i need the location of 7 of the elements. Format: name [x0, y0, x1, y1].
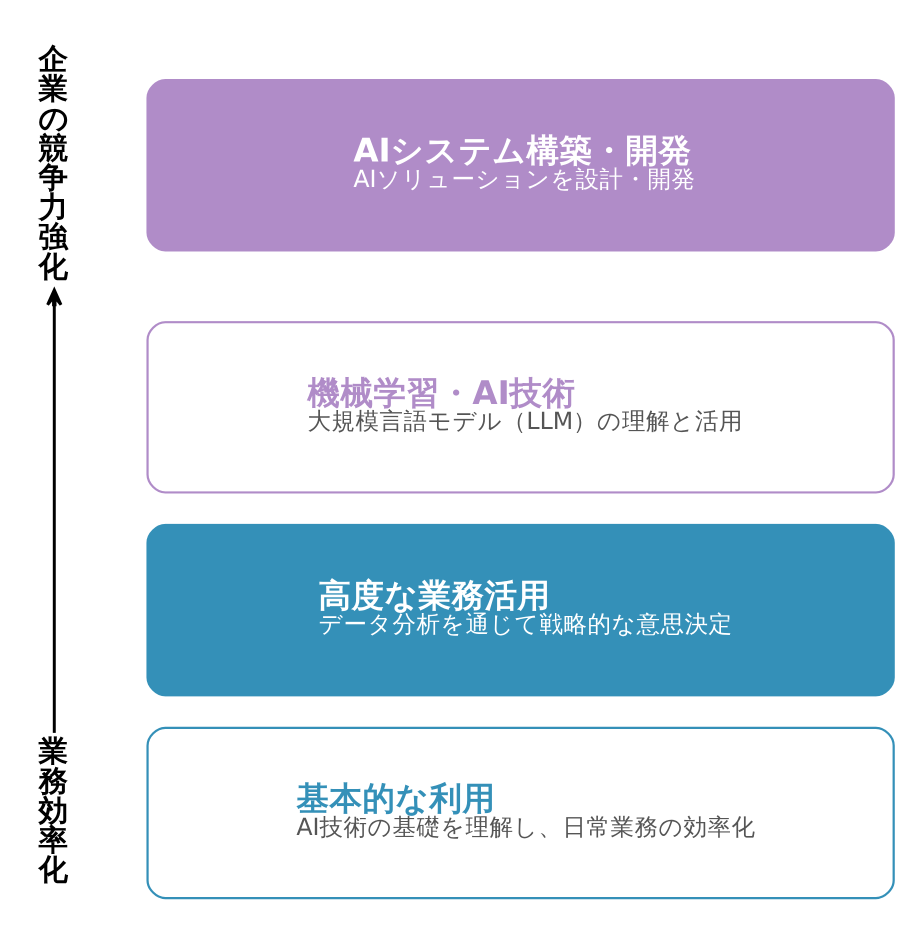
- node-box: AIシステム構築・開発 AIソリューションを設計・開発: [146, 78, 895, 252]
- arrow: [46, 288, 62, 732]
- node-box: 機械学習・AI技術 大規模言語モデル（LLM）の理解と活用: [146, 320, 895, 494]
- node-box: 高度な業務活用 データ分析を通じて戦略的な意思決定: [146, 523, 895, 696]
- node-text: 企業の競争力強化: [38, 42, 70, 283]
- node-box: 基本的な利用 AI技術の基礎を理解し、日常業務の効率化: [146, 726, 895, 899]
- node-text: 業務効率化: [38, 734, 69, 886]
